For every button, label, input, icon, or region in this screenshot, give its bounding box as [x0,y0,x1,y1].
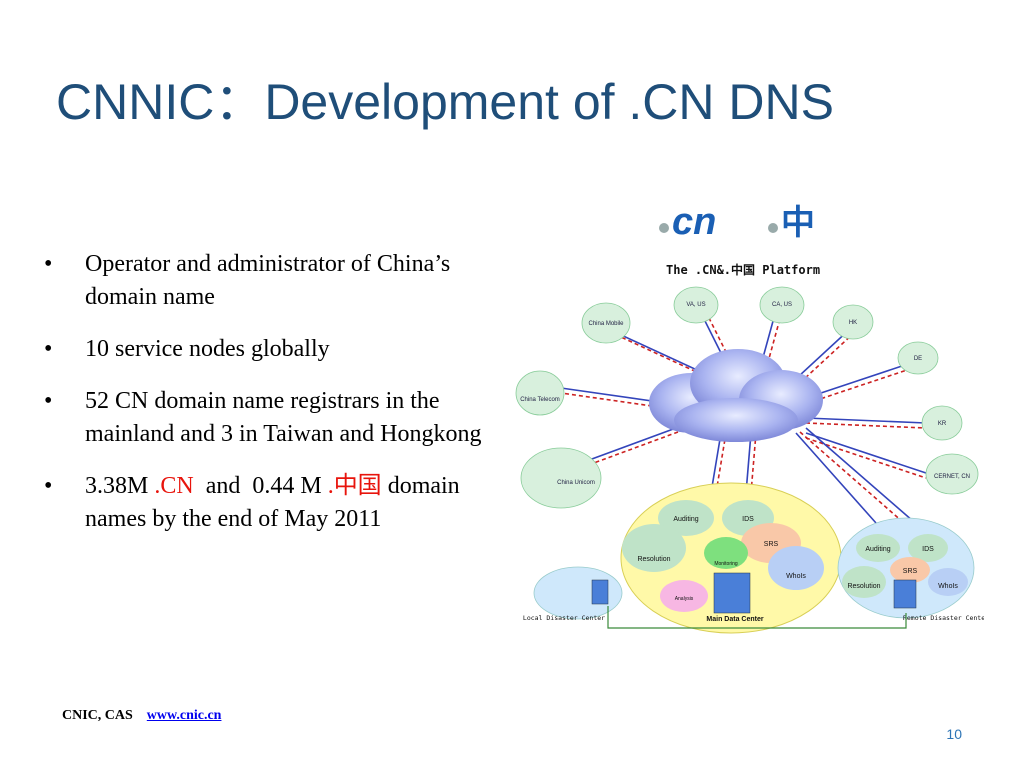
footer-link[interactable]: www.cnic.cn [146,708,222,723]
node-kr: KR [921,405,963,441]
bullet-item: • 3.38M .CN and 0.44 M .中国 domain names b… [44,470,514,536]
footer: CNIC, CAS www.cnic.cn [62,708,221,724]
internet-cloud-icon [649,349,823,442]
cn-logo: cn [659,201,716,243]
node-label: CERNET, CN [934,474,970,480]
zhong-logo-text: 中 [781,203,815,243]
local-center-label: Local Disaster Center [523,614,605,622]
bullet-dot: • [44,388,53,414]
node-label: HK [849,320,857,326]
main-auditing-label: Auditing [673,516,698,523]
highlight-zhongguo: .中国 [327,473,382,499]
bullet-text-pre: 3.38M [85,473,155,499]
node-china-unicom: China Unicom [520,447,602,509]
outer-nodes: China Mobile VA, US CA, US HK DE China T… [515,286,979,509]
main-srs-label: SRS [764,541,779,548]
bullet-item: • Operator and administrator of China’s d… [44,248,514,314]
main-analysis-label: Analysis [675,596,694,602]
bullet-text: 10 service nodes globally [85,336,330,362]
main-data-center: Auditing IDS SRS Resolution WhoIs Monito… [620,482,842,634]
node-label: China Mobile [588,321,624,327]
node-ca-us: CA, US [759,286,805,324]
highlight-cn: .CN [154,473,194,499]
cn-logo-text: cn [672,201,716,243]
bullet-text: Operator and administrator of China’s do… [85,251,451,310]
bullet-item: • 10 service nodes globally [44,333,514,366]
bullet-text-post: domain names by the end of May 2011 [85,473,460,532]
remote-center-label: Remote Disaster Center [903,614,984,622]
bullet-text-mid: and 0.44 M [193,473,328,499]
remote-resolution-label: Resolution [847,583,880,590]
remote-ids-label: IDS [922,546,934,553]
network-links [560,302,927,529]
bullet-list: • Operator and administrator of China’s d… [44,248,514,555]
node-label: China Unicom [557,480,595,486]
node-china-mobile: China Mobile [581,302,631,344]
node-cernet-cn: CERNET, CN [925,453,979,495]
bullet-text: 52 CN domain name registrars in the main… [85,388,482,447]
bullet-dot: • [44,251,53,277]
node-hk: HK [832,304,874,340]
dc-sync-link [607,606,907,629]
node-label: CA, US [772,302,792,308]
bullet-item: • 52 CN domain name registrars in the mai… [44,385,514,451]
remote-disaster-center: Auditing IDS SRS Resolution WhoIs Remote… [837,517,984,622]
main-monitoring-label: Monitoring [714,561,738,567]
main-whois-label: WhoIs [786,573,806,580]
zhong-logo: 中 [768,203,815,243]
node-va-us: VA, US [673,286,719,324]
main-resolution-label: Resolution [637,556,670,563]
node-china-telecom: China Telecom [515,370,565,416]
bullet-dot: • [44,473,53,499]
footer-org: CNIC, CAS [62,708,133,723]
platform-diagram: cn 中 The .CN&.中国 Platform China Mobile [515,201,984,634]
bullet-dot: • [44,336,53,362]
node-label: China Telecom [520,397,560,403]
local-disaster-center: Local Disaster Center [523,566,623,622]
remote-srs-label: SRS [903,568,918,575]
node-label: DE [914,356,922,362]
slide-title: CNNIC：Development of .CN DNS [56,74,834,130]
platform-title: The .CN&.中国 Platform [666,262,820,277]
node-label: KR [938,421,947,427]
remote-auditing-label: Auditing [865,546,890,553]
remote-whois-label: WhoIs [938,583,958,590]
node-label: VA, US [686,302,705,308]
main-ids-label: IDS [742,516,754,523]
page-number: 10 [946,726,962,742]
main-center-label: Main Data Center [706,616,763,623]
node-de: DE [897,341,939,375]
